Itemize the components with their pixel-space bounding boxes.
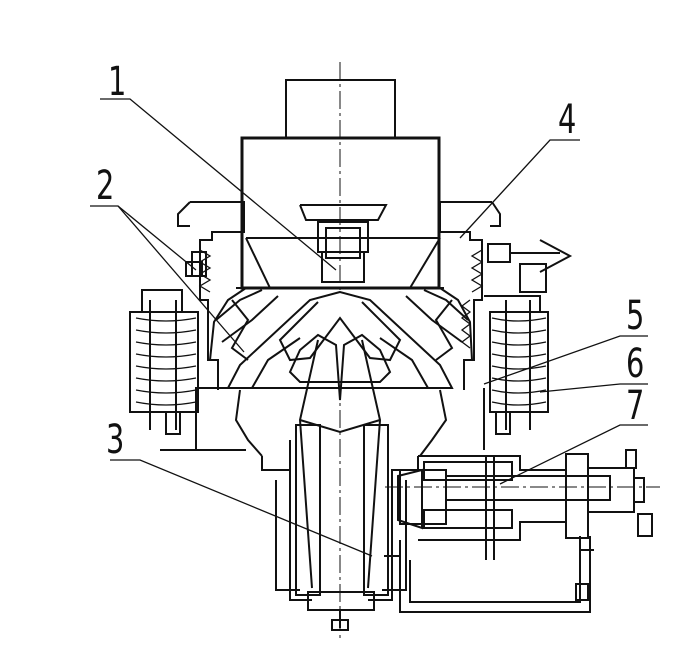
oil-pipes: [384, 536, 591, 613]
main-frame: [160, 387, 485, 457]
locking-cylinder: [487, 239, 573, 293]
callout-leaders: [90, 98, 648, 557]
callout-1: 1: [108, 59, 127, 105]
callout-4: 4: [558, 97, 577, 143]
callout-6: 6: [626, 341, 645, 387]
callout-5: 5: [626, 293, 645, 339]
bowl-right: [405, 287, 473, 361]
distributor-plate: [299, 204, 388, 283]
adjustment-ring-right: [439, 201, 501, 390]
countershaft-housing: [397, 449, 653, 560]
mantle: [226, 290, 454, 401]
callout-7: 7: [626, 383, 645, 429]
bowl-left: [209, 287, 279, 361]
callout-3: 3: [106, 417, 125, 463]
spring-assembly-left: [129, 251, 207, 435]
feed-hopper: [236, 237, 444, 289]
callout-2: 2: [96, 163, 115, 209]
